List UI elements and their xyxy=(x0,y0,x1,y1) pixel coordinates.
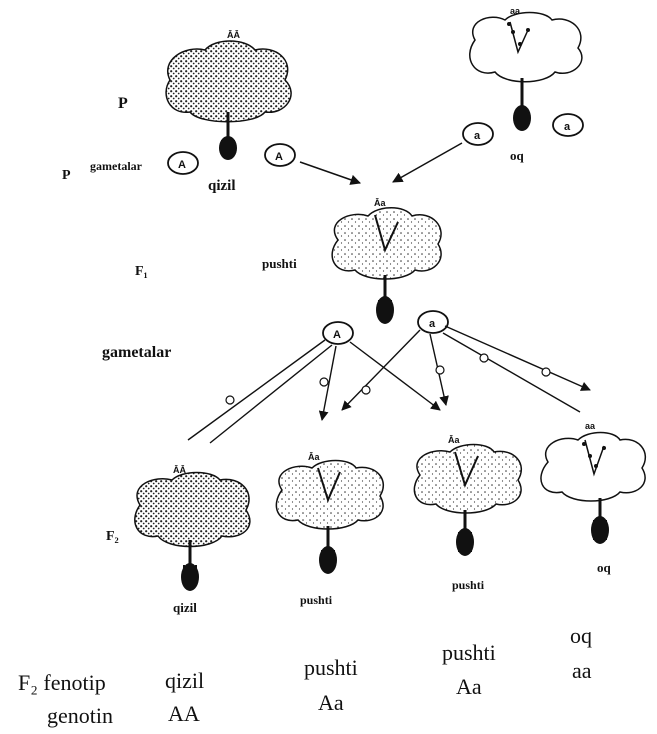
f1-gamete-A: A xyxy=(322,321,354,345)
f2-flower-2: Āa pushti xyxy=(275,452,385,607)
p-gamete-2-label: A xyxy=(275,151,283,163)
p-gamete-4-label: a xyxy=(564,121,571,133)
label-p-gametes-word: gametalar xyxy=(90,159,143,173)
p-gamete-4: a xyxy=(552,113,584,137)
summary-phenotype-2: pushti xyxy=(304,655,358,680)
summary-phenotype-3: pushti xyxy=(442,640,496,665)
summary-genotype-4: aa xyxy=(572,658,592,683)
f2-flower-1: ĀĀ qizil xyxy=(134,465,251,615)
label-f1-generation: F₁ xyxy=(135,264,148,279)
arrow-p1-to-f1 xyxy=(299,161,361,185)
f2-4-genotype: aa xyxy=(585,421,596,431)
f1-color: pushti xyxy=(262,256,297,271)
parent-red-genotype: ĀĀ xyxy=(227,30,240,40)
label-p-gametes-generation: P xyxy=(62,168,71,183)
f1-gamete-a: a xyxy=(417,310,449,334)
f1-gamete-a-label: a xyxy=(429,318,436,330)
summary-genotype-3: Aa xyxy=(456,674,482,699)
parent-red-color: qizil xyxy=(208,178,236,194)
f1-genotype: Āa xyxy=(374,198,386,208)
summary-genotype-2: Aa xyxy=(318,690,344,715)
f2-2-genotype: Āa xyxy=(308,452,320,462)
f2-1-genotype: ĀĀ xyxy=(173,465,186,475)
label-f2-generation: F₂ xyxy=(106,529,119,544)
cross-lines xyxy=(187,325,591,444)
f1-flower: Āa pushti xyxy=(262,198,442,324)
summary-phenotype-label: F₂ fenotip xyxy=(18,670,106,695)
p-gamete-2: A xyxy=(264,143,296,167)
f1-gamete-A-label: A xyxy=(333,329,341,341)
p-gamete-1-label: A xyxy=(178,159,186,171)
summary-genotype-1: AA xyxy=(168,701,200,726)
parent-white-flower: aa oq xyxy=(469,6,583,163)
f2-3-genotype: Āa xyxy=(448,435,460,445)
parent-white-color: oq xyxy=(510,148,525,163)
arrow-p2-to-f1 xyxy=(392,142,463,183)
gamete-symbols xyxy=(225,353,551,405)
parent-white-genotype: aa xyxy=(510,6,521,16)
p-gamete-1: A xyxy=(167,151,199,175)
summary-phenotype-4: oq xyxy=(570,623,592,648)
p-gamete-3-label: a xyxy=(474,130,481,142)
f2-3-color: pushti xyxy=(452,578,485,592)
f2-1-color: qizil xyxy=(173,600,197,615)
f2-flower-3: Āa pushti xyxy=(413,435,523,592)
label-f1-gametes-word: gametalar xyxy=(102,344,171,361)
summary-genotype-label: genotin xyxy=(47,703,113,728)
f2-2-color: pushti xyxy=(300,593,333,607)
f2-4-color: oq xyxy=(597,560,612,575)
f2-flower-4: aa oq xyxy=(540,421,647,575)
summary-phenotype-1: qizil xyxy=(165,668,204,693)
p-gamete-3: a xyxy=(462,122,494,146)
parent-red-flower: ĀĀ qizil xyxy=(165,30,292,194)
label-p-generation: P xyxy=(118,95,128,112)
